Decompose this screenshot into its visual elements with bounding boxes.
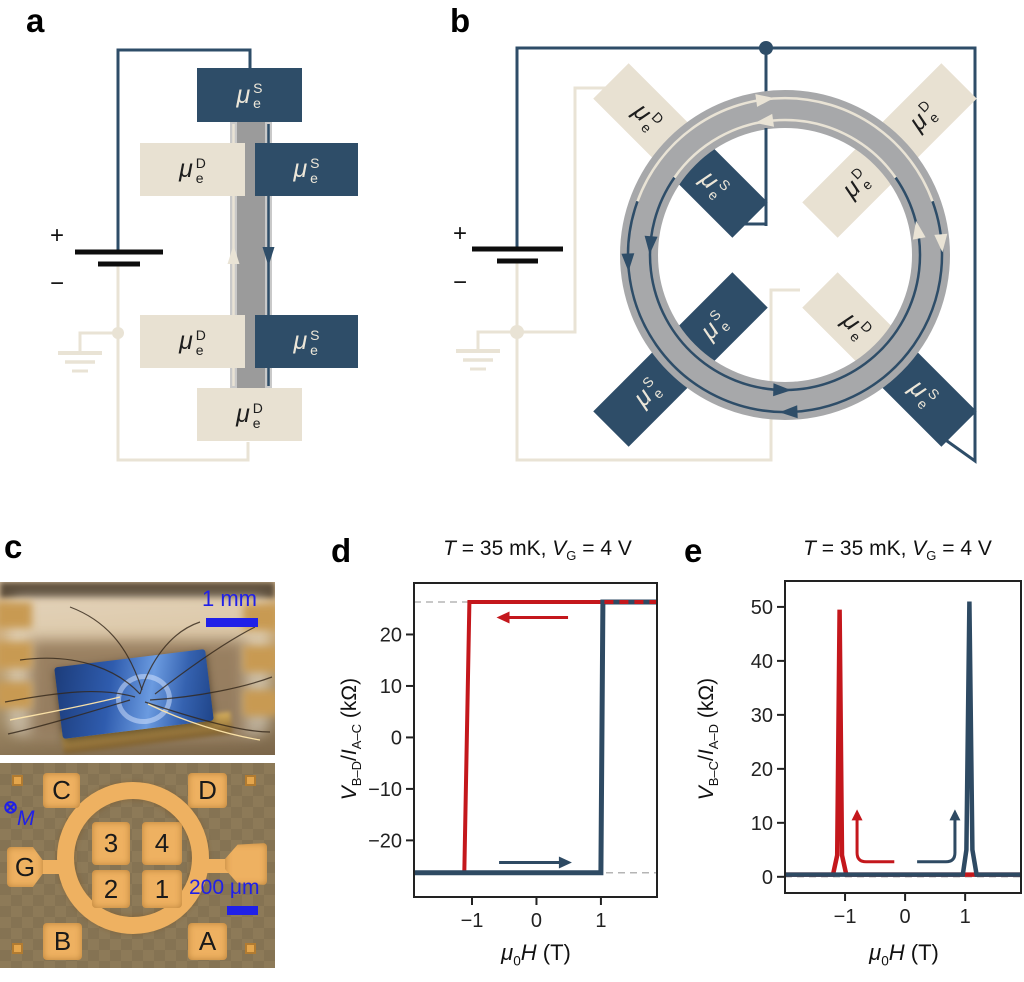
photo-scalebar-label: 1 mm: [202, 586, 257, 611]
y-tick-label: −10: [368, 779, 402, 801]
elbow-arrow: [917, 819, 957, 864]
series-peak-red: [785, 609, 1021, 877]
series-peak-blue: [785, 601, 1021, 877]
gate-pad-2: 2: [92, 870, 130, 908]
magnetization-label: M: [17, 807, 35, 830]
battery-minus-b: −: [453, 269, 467, 296]
y-tick-label: 40: [751, 651, 773, 673]
photo-scalebar: [206, 618, 258, 627]
elbow-arrowhead-icon: [949, 809, 961, 821]
micro-scalebar: [227, 906, 258, 915]
magnetization-icon: ⊗: [3, 797, 19, 817]
y-tick-label: 0: [391, 727, 402, 749]
alignment-mark: [245, 943, 256, 954]
battery-plus-a: +: [50, 222, 64, 249]
axes-box: [413, 582, 658, 898]
x-tick-label: 1: [595, 910, 606, 932]
pad-C: C: [43, 773, 80, 808]
panel-d-label: d: [331, 532, 352, 569]
down-arrow-icon: [262, 247, 275, 266]
gate-lead: [41, 860, 59, 874]
gate-pad-1: 1: [142, 870, 182, 908]
y-tick-label: 20: [751, 759, 773, 781]
y-tick-label: 30: [751, 705, 773, 727]
pad-A: A: [188, 923, 227, 960]
pad-G: G: [7, 847, 43, 887]
gate-pad-3: 3: [92, 822, 130, 865]
elbow-arrow: [855, 819, 895, 864]
panel-c-label: c: [4, 528, 23, 565]
up-arrow-icon: [227, 245, 240, 264]
sweep-arrowhead-icon: [496, 611, 510, 624]
photo-top-edge: [0, 582, 275, 598]
y-tick-label: −20: [368, 830, 402, 852]
wire-node-a: [112, 327, 124, 339]
alignment-mark: [245, 775, 256, 786]
right-lead: [206, 859, 229, 873]
battery-plus-b: +: [453, 220, 467, 247]
wire-drain-a: [116, 264, 250, 462]
bond-wires: [4, 606, 273, 741]
battery-b: + −: [453, 220, 563, 296]
axes-box: [784, 580, 1022, 894]
x-tick-label: 0: [531, 910, 542, 932]
wire-ground-a: [78, 331, 118, 351]
chart-e-xlabel: μ0H (T): [869, 940, 939, 969]
battery-a: + −: [50, 222, 163, 297]
y-tick-label: 50: [751, 597, 773, 619]
panel-e-label: e: [684, 532, 703, 569]
series-sweep-up-blue: [414, 599, 657, 876]
micro-scalebar-label: 200 μm: [189, 876, 260, 899]
wire-drain-b-upper: [517, 86, 614, 334]
y-tick-label: 0: [762, 867, 773, 889]
chip-photo: 1 mm: [0, 582, 275, 755]
y-tick-label: 20: [380, 624, 402, 646]
sweep-arrowhead-icon: [558, 856, 572, 869]
wire-source-b: [515, 46, 977, 464]
wire-source-a: [116, 48, 252, 252]
series-sweep-down-red: [414, 600, 657, 875]
x-tick-label: −1: [834, 906, 857, 928]
wire-node-b-navy: [759, 41, 773, 55]
panel-a-label: a: [26, 2, 45, 39]
chart-e-title: T = 35 mK, VG = 4 V: [803, 537, 992, 564]
x-tick-label: 1: [960, 906, 971, 928]
chart-d-xlabel: μ0H (T): [501, 940, 571, 969]
wire-ground-b: [476, 330, 517, 350]
alignment-mark: [12, 775, 23, 786]
pad-D: D: [188, 773, 227, 808]
chart-d-title: T = 35 mK, VG = 4 V: [443, 537, 632, 564]
wire-node-b-beige: [510, 325, 524, 339]
gate-pad-4: 4: [142, 822, 182, 865]
panel-b-label: b: [450, 2, 471, 39]
panel-b-circuit: + −: [453, 41, 977, 464]
alignment-mark: [12, 943, 23, 954]
x-tick-label: 0: [900, 906, 911, 928]
ground-symbol-a: [58, 351, 102, 373]
y-tick-label: 10: [751, 813, 773, 835]
ground-symbol-b: [456, 349, 500, 371]
elbow-arrowhead-icon: [851, 809, 863, 821]
x-tick-label: −1: [461, 910, 484, 932]
pad-B: B: [43, 923, 82, 960]
y-tick-label: 10: [380, 676, 402, 698]
circuit-diagrams: + −: [50, 41, 977, 464]
battery-minus-a: −: [50, 270, 64, 297]
